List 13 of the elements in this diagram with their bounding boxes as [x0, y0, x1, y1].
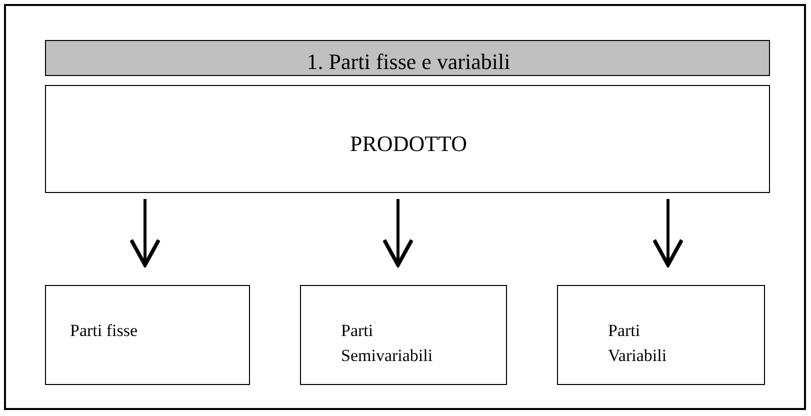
category-box [557, 285, 765, 385]
category-box [45, 285, 250, 385]
title-band [45, 40, 770, 76]
arrow [382, 199, 414, 267]
category-box [300, 285, 507, 385]
node-label: Parti Variabili [608, 320, 668, 367]
arrow [652, 199, 684, 267]
node-label: PRODOTTO [349, 130, 468, 158]
node-label: Parti fisse [70, 320, 139, 342]
title-text: 1. Parti fisse e variabili [306, 48, 512, 76]
arrow [129, 199, 161, 267]
product-box [45, 85, 770, 193]
node-label: Parti Semivariabili [341, 320, 434, 367]
